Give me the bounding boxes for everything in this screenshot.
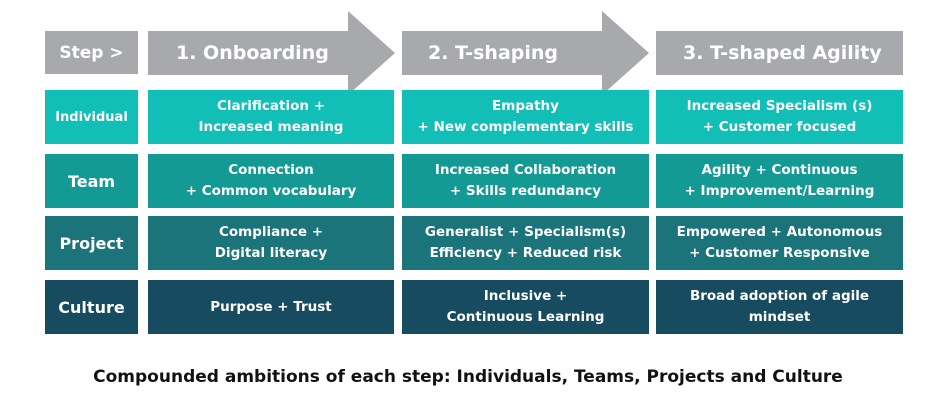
step-title-t-shaped-agility: 3. T-shaped Agility (683, 42, 882, 64)
cell-line: + Skills redundancy (449, 183, 602, 199)
step-arrow-t-shaped-agility (656, 31, 903, 75)
cell-line: Increased Collaboration (434, 162, 617, 178)
cell-team-step-3: Agility + Continuous + Improvement/Learni… (656, 154, 903, 208)
cell-team-step-2: Increased Collaboration + Skills redundan… (402, 154, 649, 208)
cell-culture-step-2: Inclusive + Continuous Learning (402, 280, 649, 334)
cell-project-step-1: Compliance + Digital literacy (148, 216, 394, 270)
step-arrows (148, 11, 903, 95)
cell-line: Continuous Learning (446, 309, 605, 325)
step-arrow-onboarding (148, 11, 395, 95)
cell-line: Efficiency + Reduced risk (429, 245, 622, 261)
cell-line: Digital literacy (214, 245, 328, 261)
cell-line: Empathy (492, 98, 559, 114)
step-label: Step > (59, 42, 124, 63)
cell-line: Clarification + (216, 98, 326, 114)
cell-culture-step-3: Broad adoption of agile mindset (656, 280, 903, 334)
cell-line: Increased Specialism (s) (686, 98, 873, 114)
cell-line: Connection (228, 162, 314, 178)
row-header-team: Team (45, 154, 138, 208)
cell-line: Broad adoption of agile (689, 288, 870, 304)
cell-line: Purpose + Trust (210, 298, 332, 315)
cell-team-step-1: Connection + Common vocabulary (148, 154, 394, 208)
cell-line: Compliance + (218, 224, 324, 240)
cell-individual-step-1: Clarification + Increased meaning (148, 90, 394, 144)
row-header-project: Project (45, 216, 138, 270)
row-header-individual: Individual (45, 90, 138, 144)
cell-line: + Customer Responsive (689, 245, 870, 261)
cell-line: + Customer focused (702, 119, 857, 135)
cell-line: Inclusive + (483, 288, 568, 304)
cell-line: Empowered + Autonomous (676, 224, 883, 240)
cell-line: Agility + Continuous (701, 162, 858, 178)
row-header-culture: Culture (45, 280, 138, 334)
cell-project-step-2: Generalist + Specialism(s) Efficiency + R… (402, 216, 649, 270)
cell-project-step-3: Empowered + Autonomous + Customer Respons… (656, 216, 903, 270)
cell-line: mindset (748, 309, 811, 325)
step-title-t-shaping: 2. T-shaping (428, 42, 559, 64)
cell-line: + Common vocabulary (185, 183, 357, 199)
cell-culture-step-1: Purpose + Trust (148, 280, 394, 334)
step-arrow-t-shaping (402, 11, 649, 95)
cell-line: Increased meaning (198, 119, 344, 135)
cell-individual-step-2: Empathy + New complementary skills (402, 90, 649, 144)
cell-line: + New complementary skills (417, 119, 634, 135)
cell-line: Generalist + Specialism(s) (424, 224, 627, 240)
caption: Compounded ambitions of each step: Indiv… (93, 367, 843, 387)
step-label-box: Step > (45, 31, 138, 74)
cell-individual-step-3: Increased Specialism (s) + Customer focus… (656, 90, 903, 144)
step-title-onboarding: 1. Onboarding (176, 42, 329, 64)
cell-line: + Improvement/Learning (684, 183, 875, 199)
